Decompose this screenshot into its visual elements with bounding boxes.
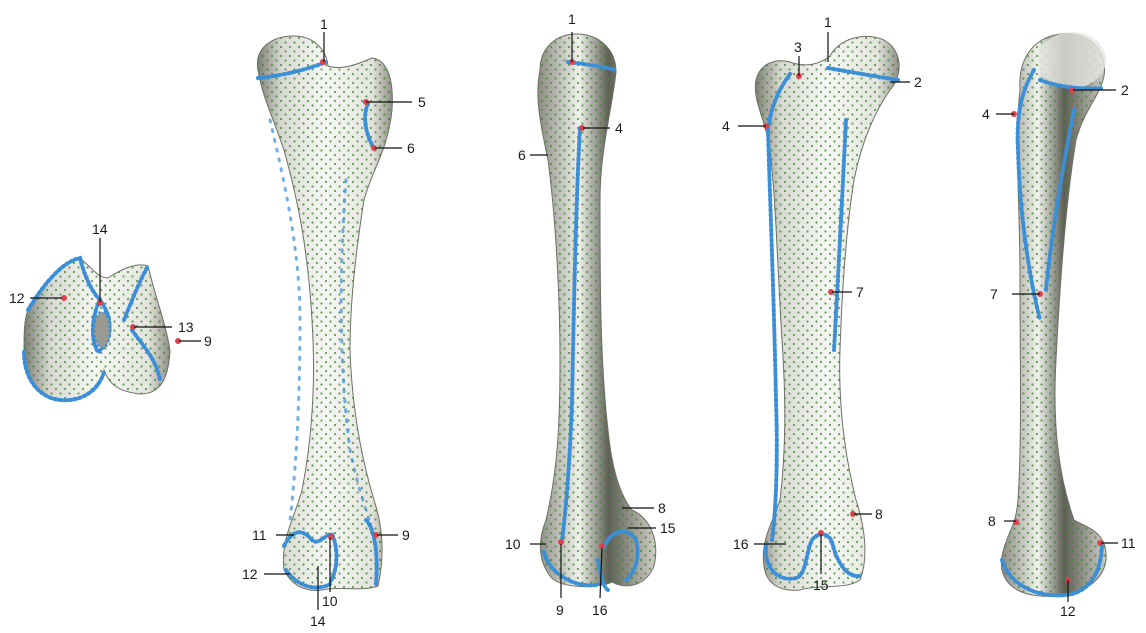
distal-end-view [24,238,201,400]
landmark-label-10: 10 [505,537,521,551]
landmark-label-9: 9 [204,334,212,348]
landmark-label-14: 14 [92,222,108,236]
landmark-label-8: 8 [875,507,883,521]
landmark-label-12: 12 [9,291,25,305]
landmark-label-7: 7 [856,285,864,299]
landmark-label-16: 16 [733,537,749,551]
anterior-view [257,32,412,610]
landmark-point [320,59,326,65]
landmark-label-4: 4 [982,107,990,121]
medial-view [530,32,656,598]
landmark-label-13: 13 [178,320,194,334]
landmark-point [328,534,334,540]
landmark-label-1: 1 [568,12,576,26]
landmark-label-2: 2 [1121,83,1129,97]
landmark-label-2: 2 [914,75,922,89]
landmark-label-4: 4 [615,121,623,135]
landmark-label-9: 9 [556,603,564,617]
landmark-label-6: 6 [407,141,415,155]
landmark-label-16: 16 [592,603,608,617]
landmark-label-14: 14 [310,614,326,628]
landmark-label-8: 8 [988,514,996,528]
fossa [94,312,110,348]
landmark-label-15: 15 [813,578,829,592]
landmark-label-11: 11 [1121,536,1136,550]
landmark-label-5: 5 [418,95,426,109]
landmark-label-7: 7 [990,287,998,301]
landmark-label-12: 12 [1060,604,1076,618]
landmark-label-8: 8 [658,501,666,515]
posterior-view [738,32,910,590]
landmark-label-3: 3 [794,40,802,54]
femoral-head [1038,32,1106,88]
landmark-label-15: 15 [660,521,676,535]
landmark-label-6: 6 [518,148,526,162]
landmark-label-9: 9 [402,528,410,542]
lateral-view [996,32,1118,602]
landmark-label-10: 10 [322,594,338,608]
landmark-label-12: 12 [242,567,258,581]
landmark-label-4: 4 [722,119,730,133]
landmark-label-1: 1 [320,17,328,31]
landmark-label-1: 1 [824,15,832,29]
landmark-label-11: 11 [252,528,267,542]
landmark-point [1013,519,1019,525]
